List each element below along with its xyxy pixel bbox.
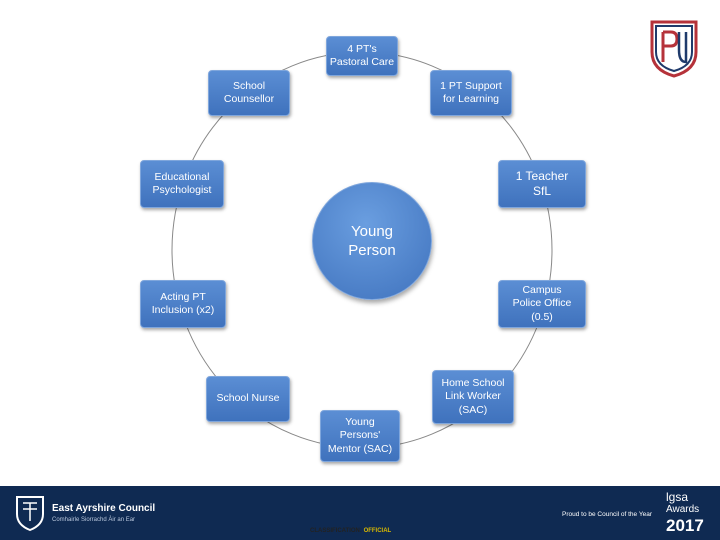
node-home-school-link-worker[interactable]: Home School Link Worker (SAC) [432, 370, 514, 424]
award-logo: lgsa [666, 490, 689, 504]
node-young-person[interactable]: Young Person [312, 182, 432, 300]
node-school-nurse[interactable]: School Nurse [206, 376, 290, 422]
node-pt-pastoral-care[interactable]: 4 PT's Pastoral Care [326, 36, 398, 76]
council-motto: Comhairle Siorrachd Àir an Ear [52, 517, 136, 523]
classification-prefix: CLASSIFICATION: [310, 528, 362, 534]
node-educational-psychologist[interactable]: Educational Psychologist [140, 160, 224, 208]
classification-level: OFFICIAL [363, 528, 392, 534]
node-teacher-sfl[interactable]: 1 Teacher SfL [498, 160, 586, 208]
node-campus-police-office[interactable]: Campus Police Office (0.5) [498, 280, 586, 328]
school-crest-logo [650, 20, 698, 78]
classification-marking: CLASSIFICATION: OFFICIAL [310, 528, 391, 534]
node-pt-support-for-learning[interactable]: 1 PT Support for Learning [430, 70, 512, 116]
node-young-persons-mentor[interactable]: Young Persons' Mentor (SAC) [320, 410, 400, 462]
footer-bar: East Ayrshire Council Comhairle Siorrach… [0, 486, 720, 540]
council-name: East Ayrshire Council [52, 503, 156, 514]
award-label: Awards [666, 504, 700, 515]
node-acting-pt-inclusion[interactable]: Acting PT Inclusion (x2) [140, 280, 226, 328]
node-school-counsellor[interactable]: School Counsellor [208, 70, 290, 116]
award-year: 2017 [666, 516, 704, 535]
award-tagline: Proud to be Council of the Year [562, 511, 652, 518]
east-ayrshire-council-emblem [16, 496, 44, 532]
